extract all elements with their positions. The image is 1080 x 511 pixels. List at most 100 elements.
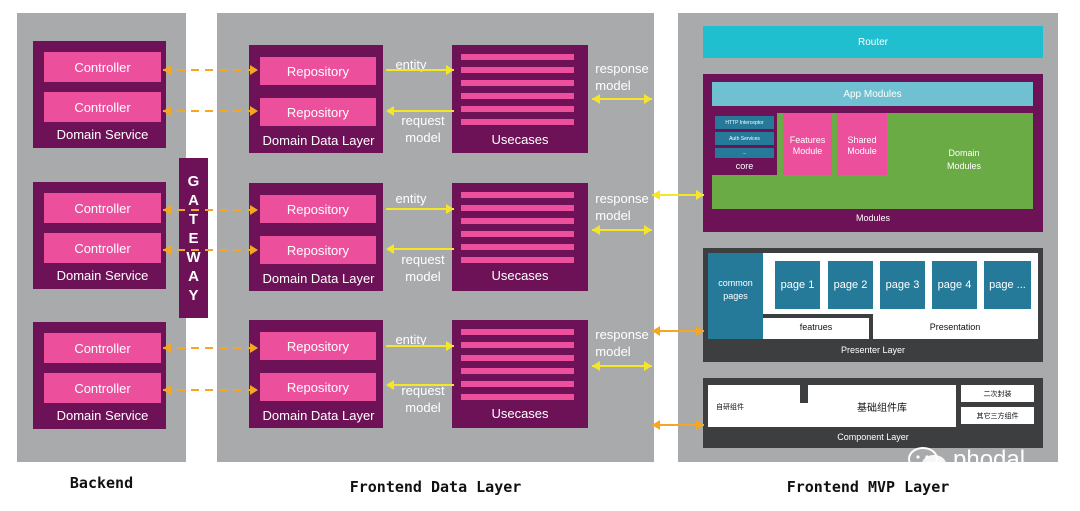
domain-data-layer-2: Repository Repository Domain Data Layer	[249, 183, 383, 291]
repository-box: Repository	[260, 98, 376, 126]
component-divider	[800, 385, 808, 403]
request-label: model	[405, 269, 441, 284]
response-label: model	[595, 78, 631, 93]
domain-service-2: Controller Controller Domain Service	[33, 182, 166, 289]
response-label: response	[595, 61, 649, 76]
features-divider	[869, 314, 873, 339]
controller-box: Controller	[44, 373, 161, 403]
page-box: page 2	[828, 261, 873, 309]
modules-box: App Modules Domain Modules HTTP Intercep…	[703, 74, 1043, 232]
router-box: Router	[703, 26, 1043, 58]
response-label: model	[595, 208, 631, 223]
domain-service-label: Domain Service	[56, 268, 149, 283]
repository-box: Repository	[260, 332, 376, 360]
controller-box: Controller	[44, 52, 161, 82]
app-modules-box: App Modules	[712, 82, 1033, 106]
shared-module-label: Module	[847, 146, 877, 156]
base-library-connector	[796, 403, 812, 427]
entity-label: entity	[395, 57, 427, 72]
secondary-wrap-box: 二次封装	[961, 385, 1034, 402]
base-library-box	[808, 385, 956, 427]
features-label: featrues	[799, 322, 833, 332]
presentation-label: Presentation	[929, 322, 981, 332]
controller-box: Controller	[44, 193, 161, 223]
domain-modules-label: Modules	[946, 161, 982, 171]
request-label: model	[405, 130, 441, 145]
gateway-letter: Y	[188, 286, 199, 304]
domain-data-layer-3: Repository Repository Domain Data Layer	[249, 320, 383, 428]
component-layer-box: 自研组件 基础组件库 二次封装 其它三方组件 Component Layer	[703, 378, 1043, 448]
usecases-label: Usecases	[491, 406, 549, 421]
gateway-letter: A	[188, 191, 199, 209]
features-module-label: Module	[792, 146, 823, 156]
gateway-letter: E	[188, 229, 199, 247]
modules-label: Modules	[855, 213, 891, 223]
self-components-label: 自研组件	[716, 404, 744, 411]
gateway-letter: G	[187, 172, 200, 190]
response-label: response	[595, 327, 649, 342]
request-label: model	[405, 400, 441, 415]
repository-box: Repository	[260, 373, 376, 401]
features-module-box: Features Module	[783, 113, 832, 175]
domain-service-1: Controller Controller Domain Service	[33, 41, 166, 148]
page-box: page 4	[932, 261, 977, 309]
presenter-layer-box: common pages page 1 page 2 page 3 page 4…	[703, 248, 1043, 362]
repository-box: Repository	[260, 57, 376, 85]
watermark-text: phodal	[953, 446, 1026, 473]
core-label: core	[735, 161, 754, 171]
usecases-2: Usecases	[452, 183, 588, 291]
wechat-icon	[906, 446, 950, 476]
core-item: ...	[715, 148, 774, 158]
domain-data-layer-label: Domain Data Layer	[262, 271, 375, 286]
domain-service-label: Domain Service	[56, 408, 149, 423]
domain-service-3: Controller Controller Domain Service	[33, 322, 166, 429]
features-module-label: Features	[789, 135, 826, 145]
request-label: request	[401, 113, 445, 128]
page-box: page 3	[880, 261, 925, 309]
gateway-letter: W	[186, 248, 201, 266]
core-box: HTTP Interceptor Auth Services ... core	[712, 113, 777, 175]
presenter-layer-label: Presenter Layer	[840, 345, 906, 355]
repository-box: Repository	[260, 236, 376, 264]
domain-service-label: Domain Service	[56, 127, 149, 142]
frontend-data-caption: Frontend Data Layer	[349, 478, 522, 496]
response-label: model	[595, 344, 631, 359]
core-item: Auth Services	[715, 132, 774, 145]
controller-box: Controller	[44, 333, 161, 363]
controller-box: Controller	[44, 92, 161, 122]
usecases-3: Usecases	[452, 320, 588, 428]
domain-data-layer-label: Domain Data Layer	[262, 133, 375, 148]
gateway-bar: G A T E W A Y	[179, 158, 208, 318]
base-library-label: 基础组件库	[857, 402, 907, 414]
common-pages-label: common	[718, 278, 753, 288]
domain-data-layer-1: Repository Repository Domain Data Layer	[249, 45, 383, 153]
entity-label: entity	[395, 191, 427, 206]
gateway-letter: T	[188, 210, 199, 228]
usecases-label: Usecases	[491, 132, 549, 147]
shared-module-box: Shared Module	[837, 113, 887, 175]
shared-module-label: Shared	[847, 135, 877, 145]
request-label: request	[401, 252, 445, 267]
core-item: HTTP Interceptor	[715, 116, 774, 129]
component-layer-label: Component Layer	[837, 432, 909, 442]
page-box: page 1	[775, 261, 820, 309]
usecases-1: Usecases	[452, 45, 588, 153]
usecases-label: Usecases	[491, 268, 549, 283]
entity-label: entity	[395, 332, 427, 347]
request-label: request	[401, 383, 445, 398]
features-divider	[763, 314, 873, 318]
controller-box: Controller	[44, 233, 161, 263]
domain-modules-label: Domain	[948, 148, 980, 158]
domain-data-layer-label: Domain Data Layer	[262, 408, 375, 423]
common-pages-box: common pages	[708, 253, 763, 339]
common-pages-label: pages	[723, 291, 748, 301]
self-components-box	[708, 385, 800, 427]
gateway-letter: A	[188, 267, 199, 285]
page-box: page ...	[984, 261, 1031, 309]
repository-box: Repository	[260, 195, 376, 223]
backend-caption: Backend	[69, 474, 134, 492]
response-label: response	[595, 191, 649, 206]
third-party-box: 其它三方组件	[961, 407, 1034, 424]
frontend-mvp-caption: Frontend MVP Layer	[786, 478, 950, 496]
